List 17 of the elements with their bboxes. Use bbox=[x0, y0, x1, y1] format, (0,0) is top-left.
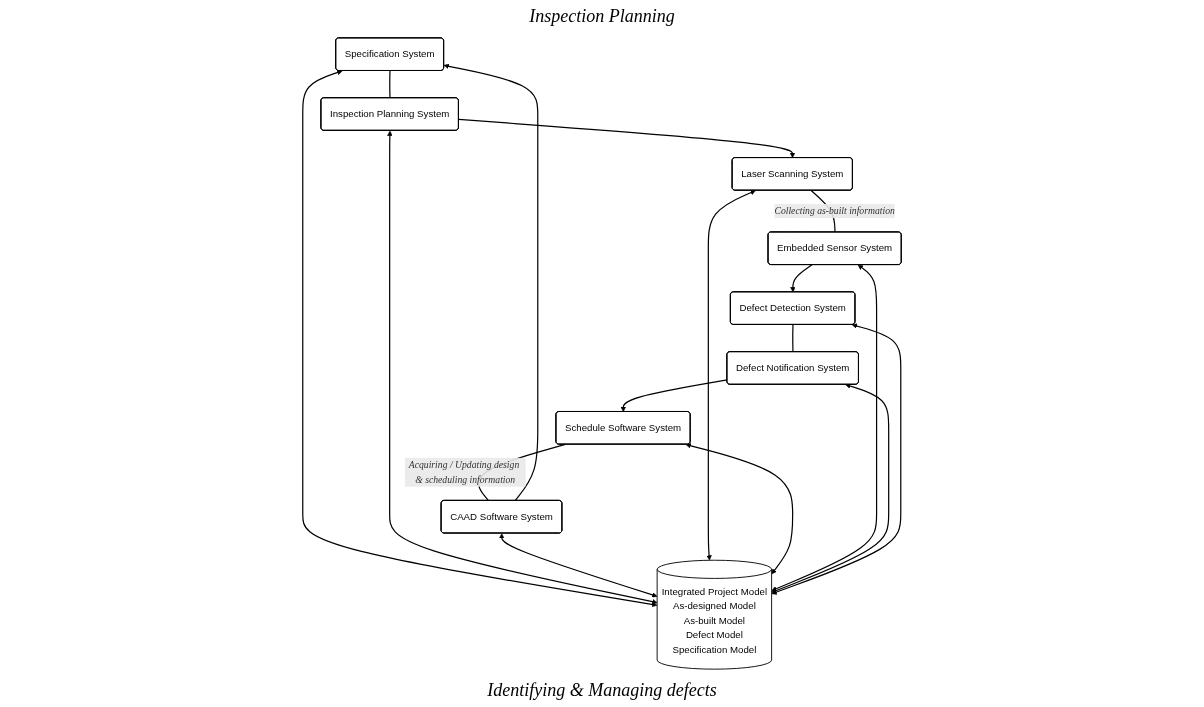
arrow bbox=[499, 533, 658, 598]
arrow bbox=[771, 264, 878, 592]
edge-label: Acquiring / Updating design & scheduling information bbox=[408, 459, 520, 485]
phase-label: Inspection Planning bbox=[529, 6, 675, 27]
arrow bbox=[302, 69, 658, 608]
arrow bbox=[620, 379, 728, 413]
arrow bbox=[685, 443, 794, 575]
arrow bbox=[387, 130, 658, 605]
edge-label: Collecting as-built information bbox=[774, 205, 895, 216]
arrow bbox=[458, 118, 796, 159]
phase-label: Identifying & Managing defects bbox=[487, 680, 717, 701]
connector bbox=[792, 324, 794, 353]
arrow bbox=[790, 264, 813, 293]
arrow bbox=[771, 323, 902, 595]
connector bbox=[389, 70, 391, 99]
arrow bbox=[706, 190, 756, 561]
arrow bbox=[443, 63, 539, 502]
